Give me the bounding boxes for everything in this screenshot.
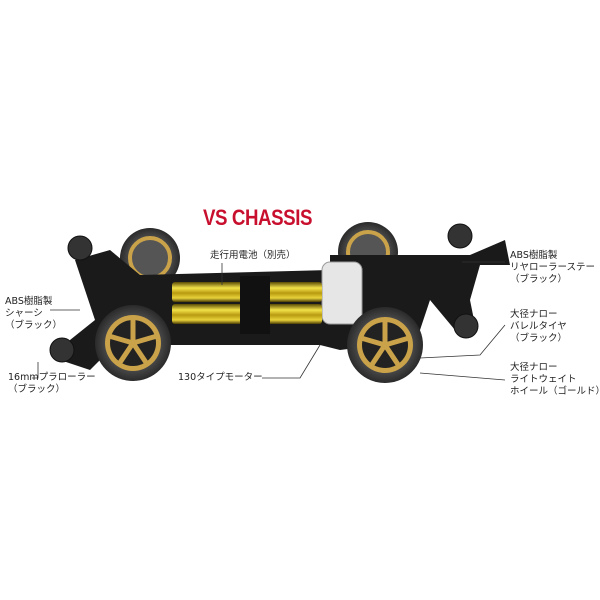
label-line: ABS樹脂製 bbox=[5, 296, 53, 307]
label-line: リヤローラーステー bbox=[510, 262, 596, 273]
label-line: ライトウェイト bbox=[510, 374, 577, 385]
label-line: ABS樹脂製 bbox=[510, 250, 558, 261]
label-motor: 130タイプモーター bbox=[178, 372, 263, 384]
label-roller: 16mmプラローラー （ブラック） bbox=[8, 372, 96, 396]
label-tire: 大径ナロー バレルタイヤ （ブラック） bbox=[510, 309, 567, 345]
motor bbox=[321, 261, 363, 325]
label-line: 130タイプモーター bbox=[178, 372, 263, 383]
rollers bbox=[49, 223, 479, 363]
label-line: 16mmプラローラー bbox=[8, 372, 96, 383]
label-line: （ブラック） bbox=[8, 384, 66, 395]
label-line: シャーシ bbox=[5, 308, 43, 319]
chassis-title: VS CHASSIS bbox=[203, 205, 313, 230]
label-chassis: ABS樹脂製 シャーシ （ブラック） bbox=[5, 296, 62, 332]
label-line: （ブラック） bbox=[510, 274, 568, 285]
front-right-wheel bbox=[347, 307, 423, 383]
label-line: バレルタイヤ bbox=[510, 321, 567, 332]
label-line: 大径ナロー bbox=[510, 309, 558, 320]
front-left-wheel bbox=[95, 305, 171, 381]
label-battery: 走行用電池（別売） bbox=[210, 250, 296, 262]
label-wheel: 大径ナロー ライトウェイト ホイール（ゴールド） bbox=[510, 362, 600, 398]
battery bbox=[172, 276, 322, 334]
label-line: （ブラック） bbox=[510, 333, 568, 344]
label-line: 走行用電池（別売） bbox=[210, 250, 296, 261]
leader-lines bbox=[32, 261, 506, 381]
label-line: （ブラック） bbox=[5, 320, 63, 331]
label-line: 大径ナロー bbox=[510, 362, 558, 373]
label-rear-roller-stay: ABS樹脂製 リヤローラーステー （ブラック） bbox=[510, 250, 595, 286]
label-line: ホイール（ゴールド） bbox=[510, 386, 600, 397]
